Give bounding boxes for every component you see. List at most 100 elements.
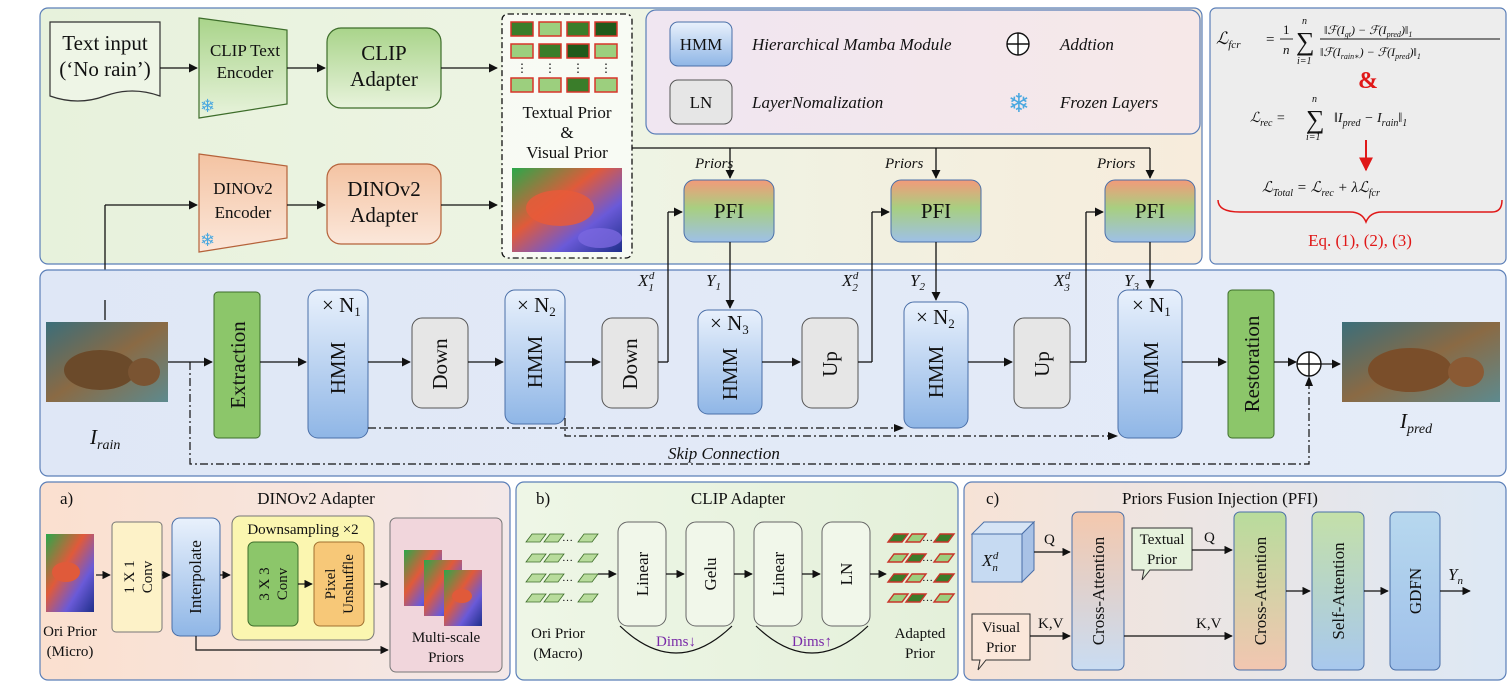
panel-b-ori-line1: Ori Prior [531, 626, 585, 642]
legend-hmm-text: HMM [680, 35, 723, 54]
svg-text:…: … [922, 552, 933, 564]
q-label-1: Q [1044, 532, 1055, 548]
svg-text:=: = [1266, 32, 1274, 48]
downsampling-label: Downsampling ×2 [247, 522, 358, 538]
text-input-doc [49, 21, 161, 102]
svg-text:…: … [922, 532, 933, 544]
legend-ln-desc: LayerNomalization [751, 93, 883, 112]
hmm-block-5 [1117, 289, 1183, 439]
clip-encoder-line2: Encoder [217, 63, 274, 82]
skip-connection-label: Skip Connection [668, 444, 780, 463]
dims-down: Dims↓ [656, 634, 696, 650]
dinov2-encoder-line2: Encoder [215, 203, 272, 222]
up-block-1 [801, 317, 859, 409]
panel-a-ori-line1: Ori Prior [43, 624, 97, 640]
svg-text:⋮: ⋮ [600, 61, 612, 75]
clip-adapter-line1: CLIP [361, 41, 407, 65]
hmm-block-1 [307, 289, 369, 439]
pfi-block-1 [683, 179, 775, 243]
y1-label: Y1 [706, 271, 721, 293]
svg-text:…: … [562, 592, 573, 604]
gdfn-label: GDFN [1406, 568, 1425, 614]
equation-panel [1209, 7, 1507, 265]
svg-text:1: 1 [1283, 22, 1290, 37]
eq-fcr-lhs: ℒfcr [1216, 29, 1241, 51]
ln-label: LN [837, 563, 856, 586]
eq-amp: & [1358, 68, 1378, 94]
panel-a-tag: a) [60, 489, 73, 508]
up-block-2 [1013, 317, 1071, 409]
conv1x1-block [111, 521, 163, 633]
prior-text-line3: Visual Prior [526, 143, 608, 162]
multi-line2: Priors [428, 650, 464, 666]
panel-a-title: DINOv2 Adapter [257, 489, 375, 508]
cross-attention-label-2: Cross-Attention [1251, 536, 1270, 645]
eq-ref: Eq. (1), (2), (3) [1308, 231, 1412, 250]
dinov2-adapter-line2: Adapter [350, 203, 418, 227]
text-input-line2: (‘No rain’) [59, 57, 151, 81]
prior-text-line2: & [560, 123, 573, 142]
hmm-label: HMM [523, 335, 547, 388]
yn-label: Yn [1448, 565, 1463, 587]
textual-line1: Textual [1140, 532, 1185, 548]
xn-label: Xnd [981, 550, 999, 574]
snowflake-icon: ❄ [200, 230, 215, 250]
x2d-label: X2d [841, 270, 859, 294]
linear-label-1: Linear [633, 551, 652, 596]
dinov2-adapter-box [326, 163, 442, 245]
svg-text:⋮: ⋮ [544, 61, 556, 75]
down-block-2 [601, 317, 659, 409]
svg-text:i=1: i=1 [1306, 132, 1321, 143]
x3d-label: X3d [1053, 270, 1071, 294]
legend-frozen-desc: Frozen Layers [1059, 93, 1158, 112]
panel-c-title: Priors Fusion Injection (PFI) [1122, 489, 1318, 508]
textual-prior-grid: ⋮ ⋮ ⋮ ⋮ [510, 21, 618, 93]
legend-ln-text: LN [690, 93, 713, 112]
x1d-label: X1d [637, 270, 655, 294]
pfi-label-2: PFI [921, 199, 951, 223]
up-label-2: Up [1030, 351, 1054, 377]
conv1-line1: 1 X 1 [122, 560, 138, 593]
hmm-n-label: × N2 [517, 293, 556, 319]
down-label-1: Down [428, 338, 452, 390]
priors-label-1: Priors [694, 156, 734, 172]
cross-attention-block-1 [1071, 511, 1125, 671]
panel-c-tag: c) [986, 489, 999, 508]
pixel-line1: Pixel [323, 569, 339, 600]
adapted-prior-tokens [886, 533, 956, 603]
svg-text:n: n [1302, 16, 1307, 27]
skip-connections [189, 362, 1310, 465]
brace [1217, 199, 1503, 225]
ori-prior-macro-tokens [525, 533, 599, 603]
kv-label-1: K,V [1038, 616, 1064, 632]
svg-text:⋮: ⋮ [572, 61, 584, 75]
visual-line2: Prior [986, 640, 1016, 656]
legend-hmm-desc: Hierarchical Mamba Module [751, 35, 952, 54]
y2-label: Y2 [910, 271, 925, 293]
svg-text:…: … [562, 552, 573, 564]
dinov2-adapter-line1: DINOv2 [347, 177, 421, 201]
prior-text-line1: Textual Prior [523, 103, 612, 122]
textual-line2: Prior [1147, 552, 1177, 568]
y3-label: Y3 [1124, 271, 1139, 293]
panel-b-tag: b) [536, 489, 550, 508]
svg-text:∑: ∑ [1296, 27, 1315, 56]
svg-text:∑: ∑ [1306, 105, 1325, 134]
panel-a-ori-line2: (Micro) [47, 644, 94, 660]
textual-prior-callout [1131, 527, 1193, 581]
pfi-label-3: PFI [1135, 199, 1165, 223]
svg-text:…: … [562, 532, 573, 544]
multi-line1: Multi-scale [412, 630, 481, 646]
panel-b-ori-line2: (Macro) [533, 646, 582, 662]
pixel-line2: Unshuffle [341, 554, 357, 614]
adapted-line2: Prior [905, 646, 935, 662]
hmm-n-label: × N1 [1132, 293, 1171, 319]
i-pred-label: Ipred [1399, 409, 1433, 437]
interpolate-label: Interpolate [186, 540, 205, 614]
restoration-label: Restoration [1240, 315, 1264, 412]
hmm-label: HMM [1139, 341, 1163, 394]
input-rain-image [46, 322, 168, 402]
xn-cube [970, 520, 1036, 584]
svg-text:i=1: i=1 [1297, 56, 1312, 67]
